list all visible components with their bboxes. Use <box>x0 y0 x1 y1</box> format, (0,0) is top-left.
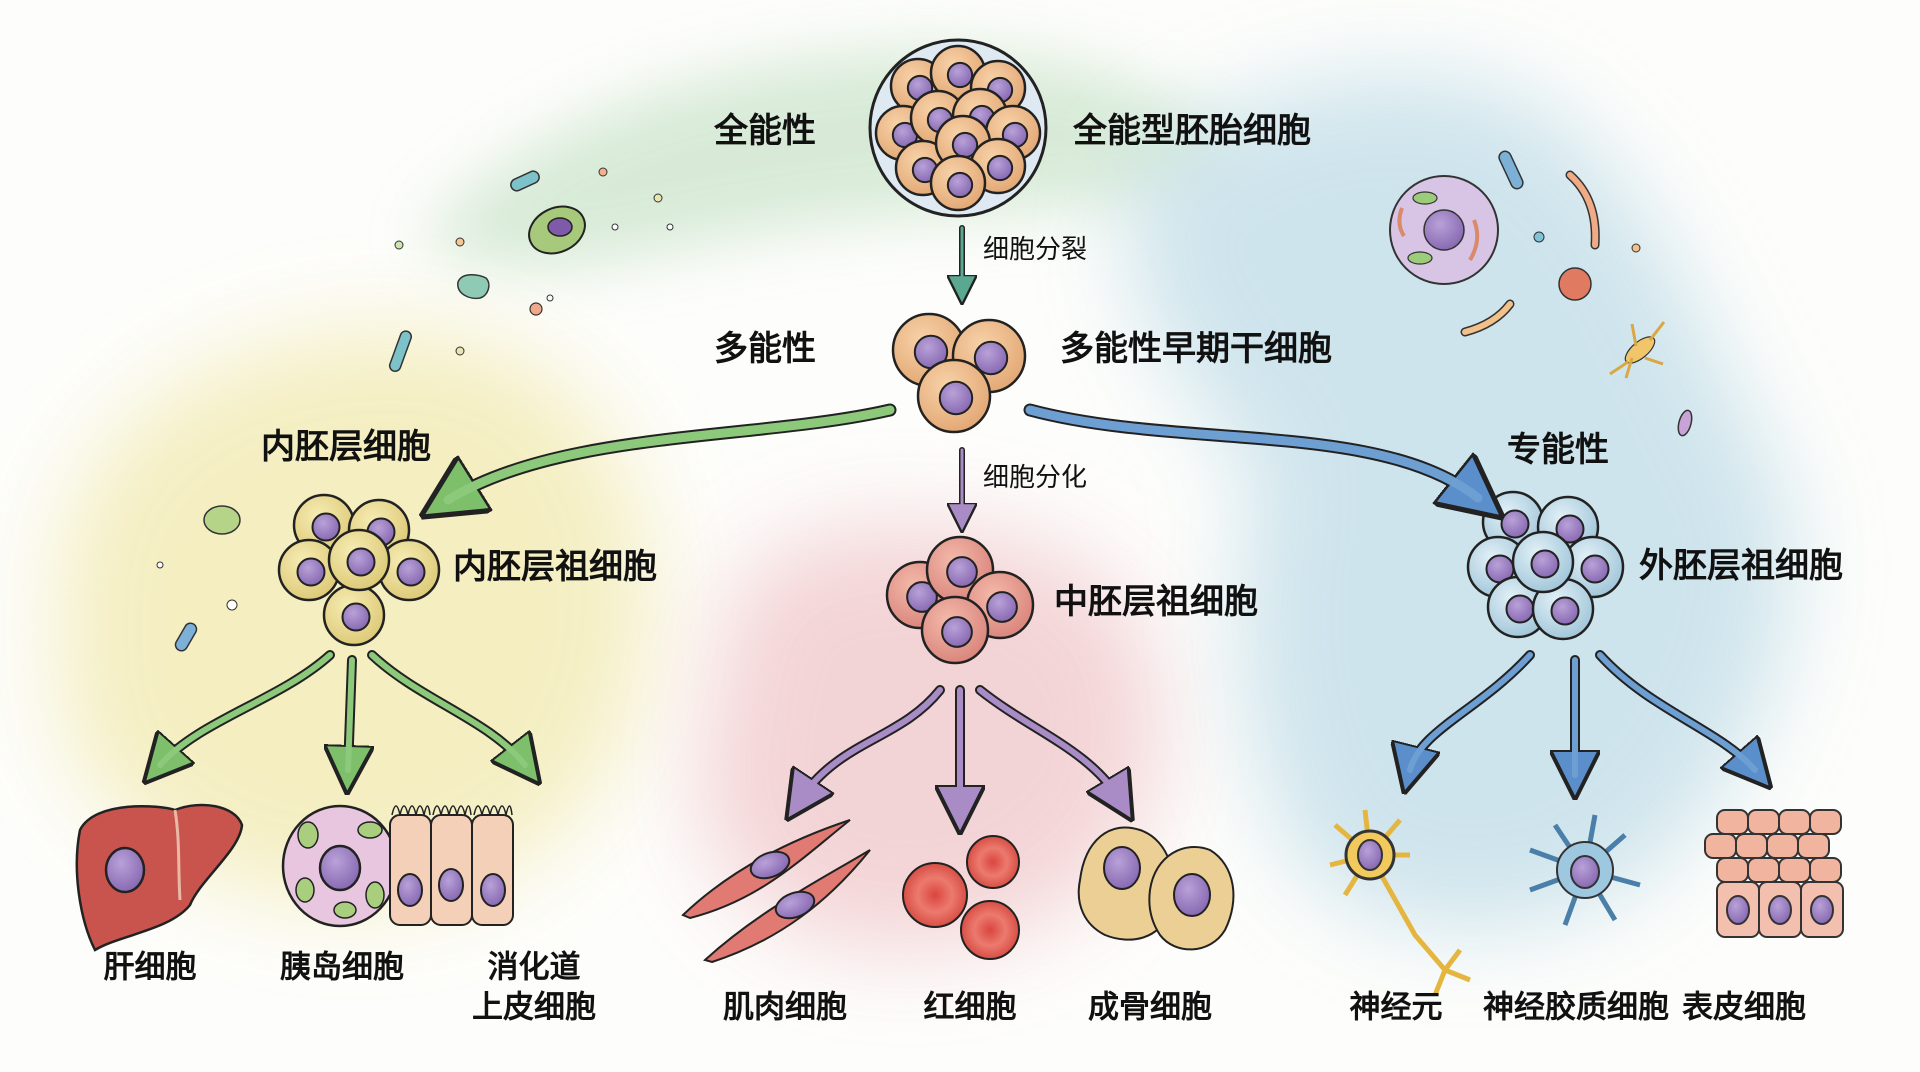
label-osteoblast: 成骨细胞 <box>1088 989 1212 1026</box>
nucleus <box>986 154 1014 182</box>
endoderm-progenitor-icon <box>277 493 441 647</box>
nucleus <box>938 380 974 416</box>
skin-cell <box>1778 857 1811 883</box>
nucleus <box>1555 514 1585 544</box>
nucleus <box>311 512 341 542</box>
nucleus <box>346 547 376 577</box>
nucleus <box>973 340 1009 376</box>
decorative-organelles <box>156 150 1693 652</box>
nucleus <box>1768 895 1792 925</box>
label-pluripotent-stem-cell: 多能性早期干细胞 <box>1060 329 1332 369</box>
skin-cell <box>1766 833 1799 859</box>
skin-cell <box>1735 833 1768 859</box>
totipotent-embryo-icon <box>868 38 1048 218</box>
nucleus <box>946 556 978 588</box>
label-red-blood-cell: 红细胞 <box>923 989 1017 1026</box>
label-ectoderm-progenitor: 外胚层祖细胞 <box>1639 546 1843 586</box>
star-cell-icon <box>1609 321 1666 379</box>
label-totipotency: 全能性 <box>714 111 816 151</box>
label-cell-differentiation: 细胞分化 <box>983 463 1088 493</box>
nucleus <box>1550 596 1580 626</box>
label-islet-cell: 胰岛细胞 <box>280 949 404 986</box>
liver-cell-icon <box>75 803 244 952</box>
label-gut-epithelial-line1: 消化道 <box>487 949 581 986</box>
skin-cell <box>1716 809 1749 835</box>
nucleus <box>986 591 1018 623</box>
muscle-cell-icon <box>681 819 871 964</box>
neuron-icon <box>1329 809 1471 996</box>
islet-cell-icon <box>281 804 399 928</box>
label-liver-cell: 肝细胞 <box>103 949 197 986</box>
nucleus <box>946 61 974 89</box>
nucleus <box>1500 509 1530 539</box>
pluripotent-stem-cell-icon <box>891 312 1027 434</box>
label-gut-epithelial-line2: 上皮细胞 <box>472 989 596 1026</box>
nucleus <box>946 171 974 199</box>
gut-epithelial-cell-icon <box>389 805 514 926</box>
label-endoderm-cells: 内胚层细胞 <box>261 427 431 467</box>
arrows <box>160 225 1755 810</box>
ectoderm-progenitor-icon <box>1466 490 1625 641</box>
skin-cell <box>1778 809 1811 835</box>
nucleus <box>1530 549 1560 579</box>
label-endoderm-progenitor: 内胚层祖细胞 <box>453 547 657 587</box>
nucleus <box>1505 594 1535 624</box>
mesoderm-progenitor-icon <box>885 535 1035 665</box>
label-epidermal-cell: 表皮细胞 <box>1682 989 1806 1026</box>
nucleus <box>396 557 426 587</box>
skin-cell <box>1809 809 1842 835</box>
label-muscle-cell: 肌肉细胞 <box>723 989 847 1026</box>
label-cell-division: 细胞分裂 <box>983 235 1088 265</box>
osteoblast-icon <box>1077 826 1235 951</box>
skin-cell <box>1809 857 1842 883</box>
skin-cell <box>1747 857 1780 883</box>
label-pluripotency: 多能性 <box>714 329 816 369</box>
skin-cell <box>1797 833 1830 859</box>
nucleus <box>1580 554 1610 584</box>
nucleus <box>296 557 326 587</box>
label-glial-cell: 神经胶质细胞 <box>1483 989 1669 1026</box>
nucleus <box>341 602 371 632</box>
red-blood-cell-icon <box>902 835 1020 960</box>
label-mesoderm-progenitor: 中胚层祖细胞 <box>1054 582 1258 622</box>
epidermal-cell-icon <box>1704 809 1844 938</box>
nucleus <box>1726 895 1750 925</box>
glial-cell-icon <box>1529 814 1641 926</box>
nucleus <box>906 581 938 613</box>
nucleus <box>1810 895 1834 925</box>
skin-cell <box>1747 809 1780 835</box>
skin-cell <box>1704 833 1737 859</box>
label-neuron: 神经元 <box>1349 989 1443 1026</box>
label-multipotency: 专能性 <box>1507 430 1609 470</box>
skin-cell <box>1716 857 1749 883</box>
label-totipotent-embryo-cell: 全能型胚胎细胞 <box>1073 111 1311 151</box>
nucleus <box>941 616 973 648</box>
